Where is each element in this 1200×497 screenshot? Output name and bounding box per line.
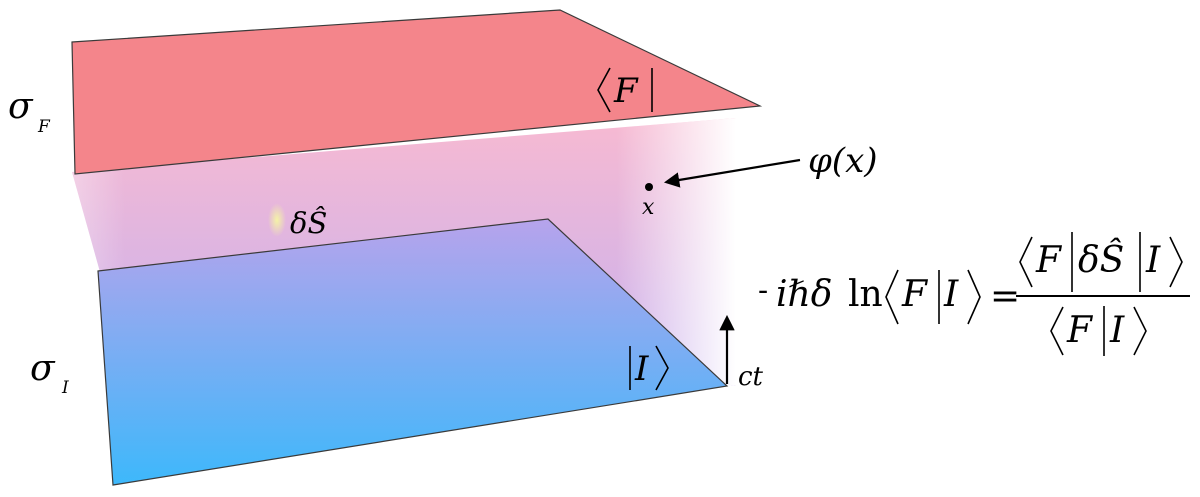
schwinger-equation: - iℏδ ln F I = F δŜ I F I: [758, 232, 1190, 356]
bra-f-label: F: [597, 67, 653, 113]
svg-text:I: I: [61, 378, 69, 398]
delta-s-label: δŜ: [290, 205, 327, 240]
svg-text:σ: σ: [8, 86, 34, 127]
field-arrow: [663, 158, 801, 188]
initial-surface: [97, 218, 729, 486]
svg-text:F: F: [901, 274, 929, 315]
svg-text:=: =: [990, 276, 1020, 317]
point-x-dot: [645, 183, 653, 191]
svg-text:I: I: [1145, 240, 1161, 281]
sigma-f-label: σ F: [8, 86, 51, 137]
ct-label: ct: [738, 362, 764, 392]
final-surface: [71, 9, 763, 175]
svg-text:iℏδ: iℏδ: [776, 274, 832, 315]
svg-text:I: I: [943, 274, 959, 315]
svg-text:F: F: [1066, 310, 1094, 351]
svg-text:-: -: [758, 273, 768, 308]
ket-i-label: I: [629, 345, 669, 391]
sigma-i-label: σ I: [30, 348, 69, 398]
svg-text:ln: ln: [848, 274, 883, 315]
svg-text:I: I: [1109, 310, 1125, 351]
svg-text:F: F: [613, 71, 639, 111]
svg-text:δŜ: δŜ: [1078, 239, 1124, 281]
svg-text:σ: σ: [30, 348, 56, 389]
field-label: φ(x): [808, 141, 878, 181]
svg-text:F: F: [1035, 240, 1063, 281]
svg-text:I: I: [634, 349, 649, 389]
source-highlight: [268, 203, 286, 237]
point-x-label: x: [642, 195, 655, 220]
svg-text:F: F: [37, 117, 51, 137]
